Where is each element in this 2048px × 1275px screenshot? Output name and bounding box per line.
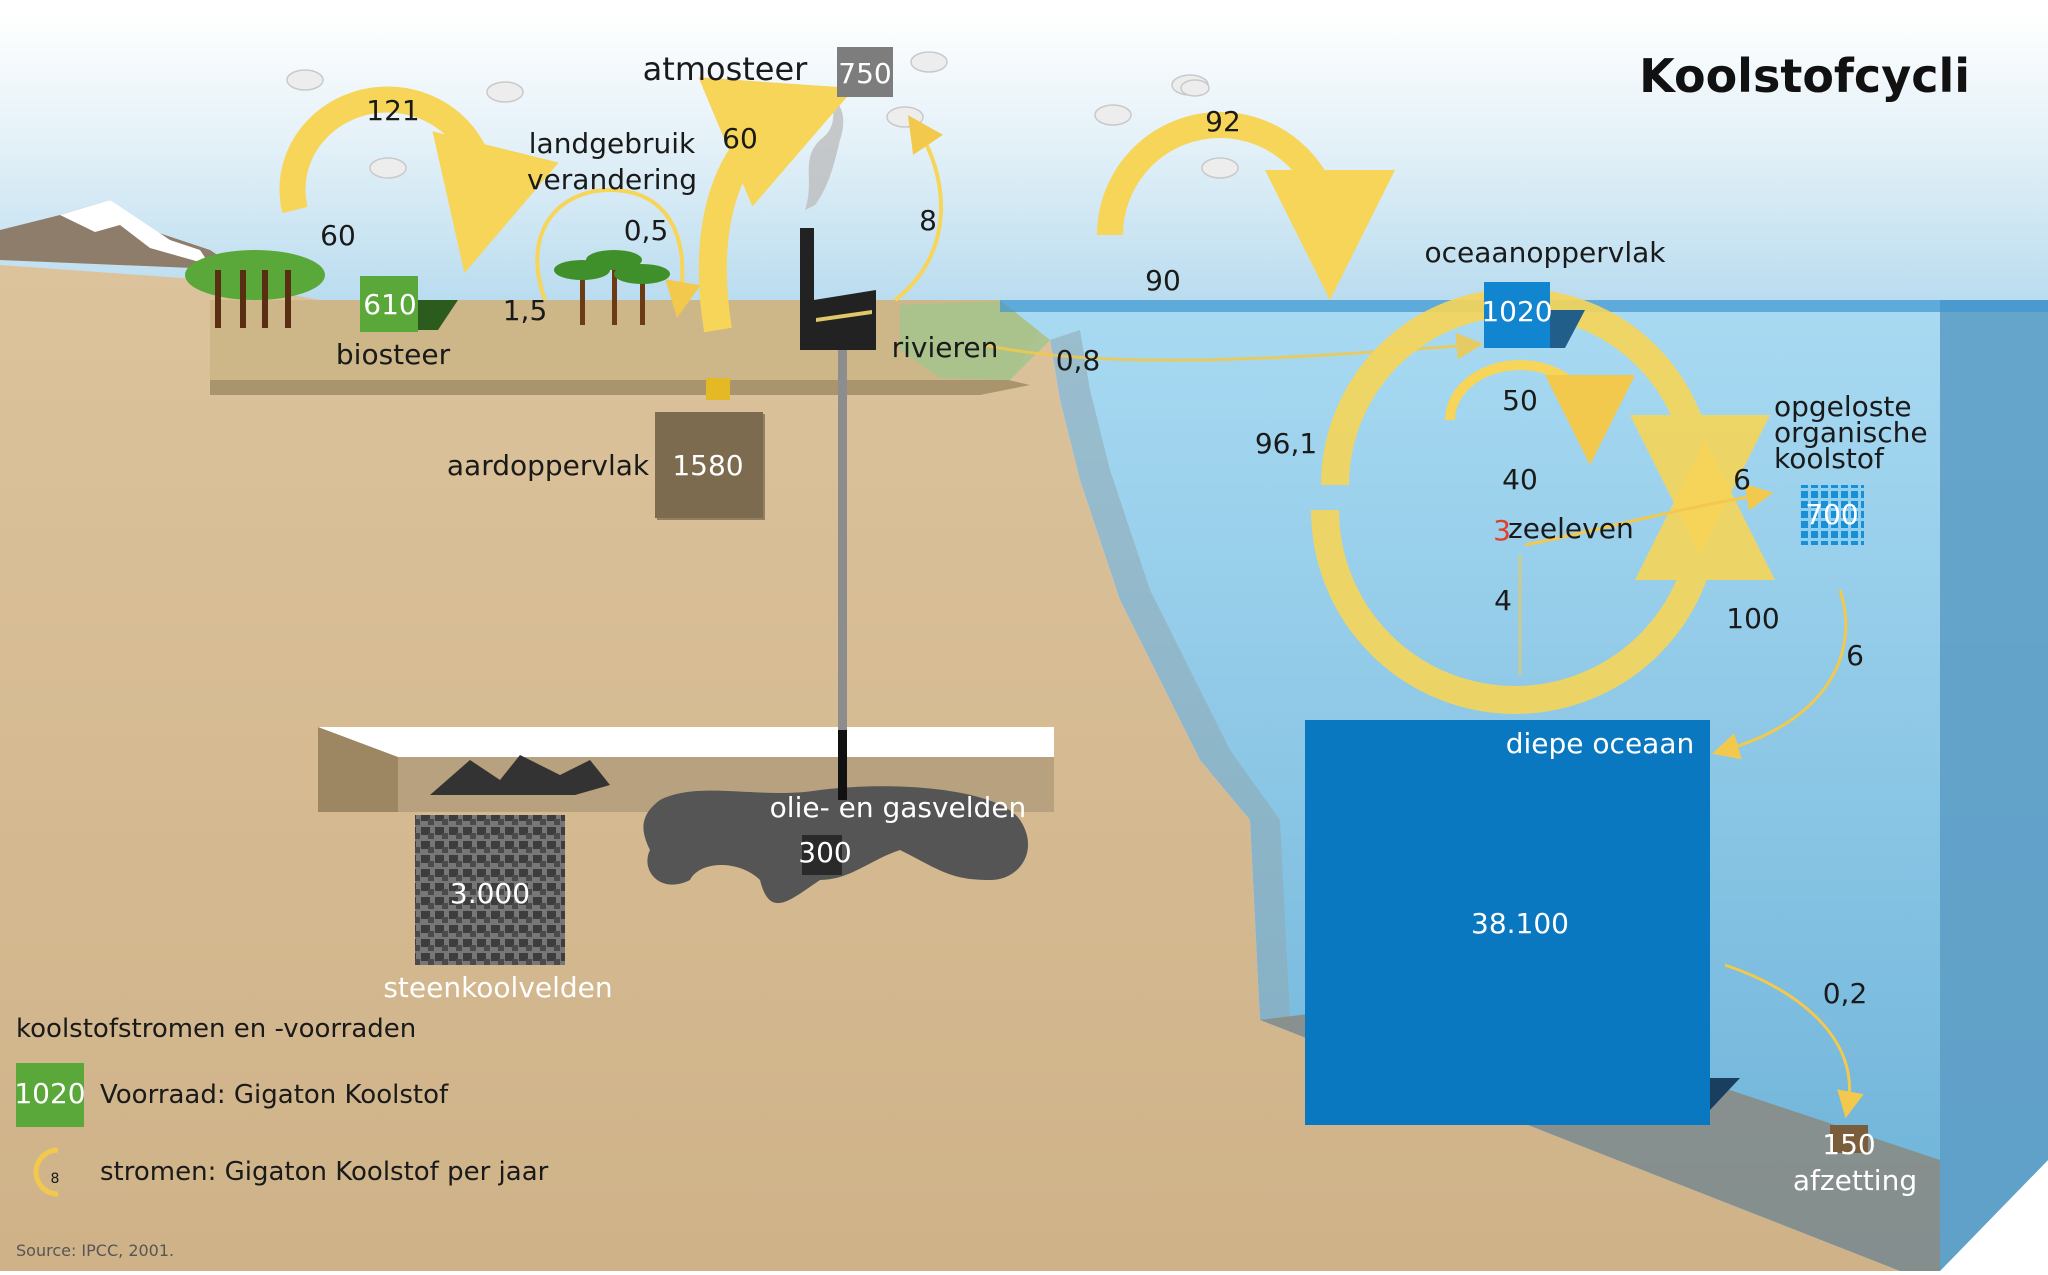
oil-gas-stock: 300 olie- en gasvelden bbox=[770, 791, 1027, 875]
svg-text:steenkoolvelden: steenkoolvelden bbox=[383, 971, 612, 1004]
industry-arrow bbox=[893, 115, 944, 302]
svg-text:olie- en gasvelden: olie- en gasvelden bbox=[770, 791, 1027, 824]
dissolved-organic-label: opgeloste organische koolstof bbox=[1774, 390, 1928, 475]
mountain bbox=[0, 200, 240, 270]
svg-text:38.100: 38.100 bbox=[1471, 907, 1569, 940]
biosphere-label: biosteer bbox=[336, 338, 451, 371]
legend-stock-sample: 1020 bbox=[14, 1077, 85, 1110]
atmosphere-stock: 750 bbox=[837, 47, 893, 97]
flow-bio-inner-top: 50 bbox=[1502, 384, 1538, 417]
flow-surface-to-deep: 96,1 bbox=[1255, 427, 1317, 460]
legend-flow-icon bbox=[33, 1147, 59, 1197]
legend-heading: koolstofstromen en -voorraden bbox=[16, 1014, 416, 1044]
svg-text:300: 300 bbox=[798, 836, 851, 869]
deep-ocean-stock: 38.100 diepe oceaan bbox=[1305, 720, 1740, 1125]
flow-ocean-atm-up: 92 bbox=[1205, 105, 1241, 138]
rivers-label: rivieren bbox=[892, 331, 999, 364]
flow-deep-to-surface: 100 bbox=[1726, 602, 1779, 635]
marine-life-label: zeeleven bbox=[1508, 512, 1634, 545]
sediment-stock: 150 afzetting bbox=[1793, 1125, 1917, 1197]
svg-text:3.000: 3.000 bbox=[450, 877, 530, 910]
earth-surface-stock: 1580 bbox=[655, 412, 765, 520]
flow-industry-up: 8 bbox=[919, 204, 937, 237]
flow-ocean-atm-down: 90 bbox=[1145, 264, 1181, 297]
forest bbox=[185, 250, 325, 328]
flow-to-dissolved: 6 bbox=[1733, 463, 1751, 496]
flow-dissolved-to-deep: 6 bbox=[1846, 639, 1864, 672]
diagram-title: Koolstofcycli bbox=[1639, 49, 1970, 103]
legend-flow-sample: 8 bbox=[51, 1171, 60, 1187]
legend-stock-swatch bbox=[16, 1063, 84, 1127]
coal-stock: 3.000 steenkoolvelden bbox=[383, 877, 612, 1004]
svg-text:610: 610 bbox=[363, 288, 416, 321]
svg-text:organische: organische bbox=[1774, 416, 1928, 449]
palm-trees bbox=[554, 250, 670, 325]
deep-to-sediment-arrow bbox=[1724, 963, 1864, 1119]
legend: koolstofstromen en -voorraden 1020 Voorr… bbox=[14, 1014, 549, 1197]
svg-text:1580: 1580 bbox=[672, 449, 743, 482]
sky bbox=[0, 12, 2048, 302]
dissolved-to-deep-arrow bbox=[1712, 589, 1848, 760]
land-use-label: landgebruik verandering bbox=[527, 127, 697, 196]
coal-deposit bbox=[415, 815, 565, 965]
svg-text:koolstof: koolstof bbox=[1774, 442, 1885, 475]
fossil-fuel-arrow bbox=[698, 77, 855, 333]
flow-rivers-to-ocean: 0,8 bbox=[1056, 344, 1101, 377]
flow-bio-down: 60 bbox=[320, 219, 356, 252]
land-use-arrow bbox=[535, 187, 701, 318]
flow-land-use-up: 1,5 bbox=[503, 294, 548, 327]
flow-marine-to-deep: 4 bbox=[1494, 584, 1512, 617]
to-dissolved-arrow bbox=[1524, 483, 1774, 547]
factory bbox=[800, 228, 876, 350]
flow-bio-inner-bottom: 40 bbox=[1502, 463, 1538, 496]
flow-land-use-down: 0,5 bbox=[624, 214, 669, 247]
svg-text:afzetting: afzetting bbox=[1793, 1164, 1917, 1197]
ocean-atmosphere-cycle bbox=[1097, 112, 1395, 300]
deep-ocean-cycle bbox=[1311, 440, 1775, 714]
marine-life-value: 3 bbox=[1493, 514, 1511, 547]
earth-surface-label: aardoppervlak bbox=[447, 449, 650, 482]
svg-text:1020: 1020 bbox=[1481, 295, 1552, 328]
legend-flow-text: stromen: Gigaton Koolstof per jaar bbox=[100, 1157, 549, 1187]
svg-text:verandering: verandering bbox=[527, 163, 697, 196]
ocean-surface-stock: 1020 bbox=[1481, 282, 1585, 348]
svg-text:700: 700 bbox=[1805, 498, 1858, 531]
flow-fossil-up: 60 bbox=[722, 122, 758, 155]
svg-text:750: 750 bbox=[838, 57, 891, 90]
inner-bio-cycle bbox=[1445, 360, 1635, 465]
clouds bbox=[286, 51, 1239, 179]
source-note: Source: IPCC, 2001. bbox=[16, 1241, 174, 1260]
atmosphere-label: atmosteer bbox=[643, 50, 809, 88]
svg-text:diepe oceaan: diepe oceaan bbox=[1506, 727, 1695, 760]
ocean-side-face bbox=[1940, 300, 2048, 1271]
flow-deep-to-sediment: 0,2 bbox=[1823, 977, 1868, 1010]
svg-text:opgeloste: opgeloste bbox=[1774, 390, 1912, 423]
svg-text:landgebruik: landgebruik bbox=[529, 127, 696, 160]
biosphere-stock: 610 bbox=[360, 276, 458, 332]
svg-text:150: 150 bbox=[1822, 1128, 1875, 1161]
ocean-surface-label: oceaanoppervlak bbox=[1425, 236, 1667, 269]
biosphere-cycle bbox=[279, 86, 559, 274]
dissolved-organic-stock: 700 bbox=[1800, 485, 1864, 545]
flow-bio-up: 121 bbox=[366, 94, 419, 127]
legend-stock-text: Voorraad: Gigaton Koolstof bbox=[100, 1080, 449, 1110]
